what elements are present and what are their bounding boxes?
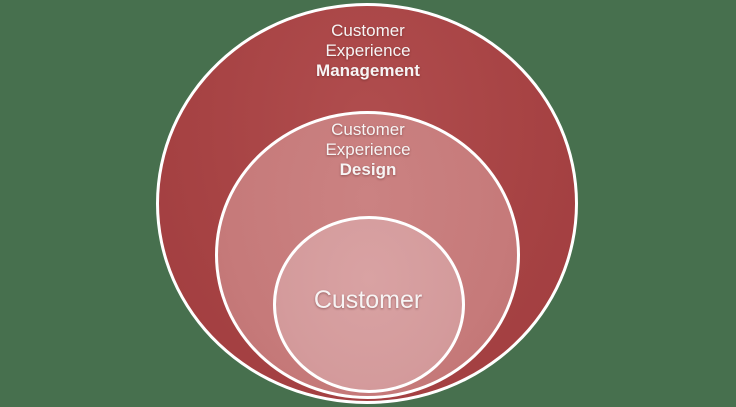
label-line: Customer	[331, 21, 405, 40]
label-customer-experience-management: Customer Experience Management	[0, 21, 736, 81]
label-line-emphasis: Design	[339, 160, 397, 179]
label-line-emphasis: Management	[316, 61, 420, 80]
label-line: Customer	[313, 286, 423, 314]
label-customer-experience-design: Customer Experience Design	[0, 120, 736, 180]
label-customer: Customer	[0, 285, 736, 316]
circle-customer	[273, 216, 465, 393]
label-line: Experience	[325, 41, 411, 60]
label-line: Customer	[331, 120, 405, 139]
label-line: Experience	[325, 140, 411, 159]
